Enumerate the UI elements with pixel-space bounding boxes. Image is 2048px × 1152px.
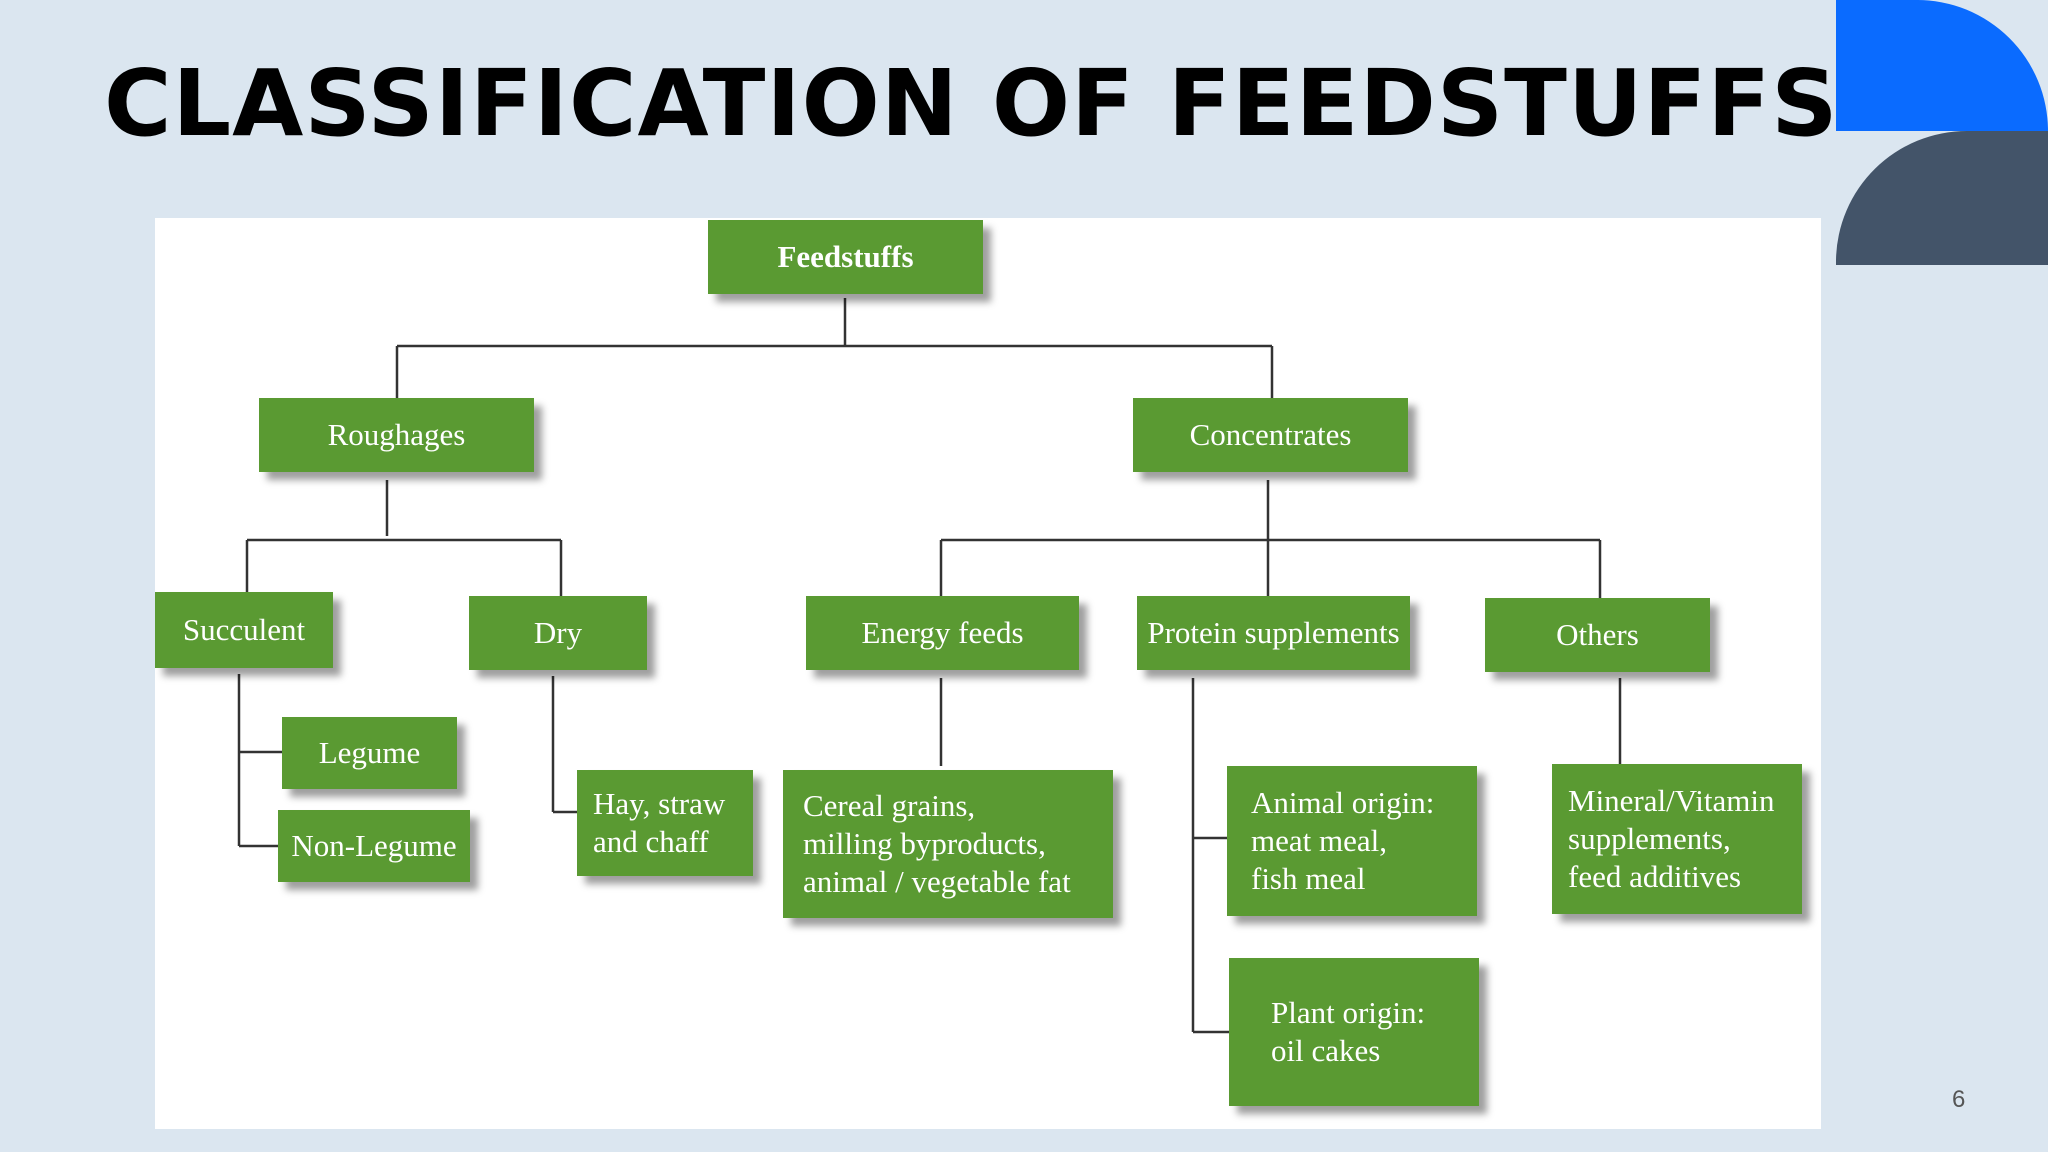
blue-arc-shape xyxy=(1836,0,2048,131)
node-roughages: Roughages xyxy=(259,398,534,472)
decorative-shape xyxy=(1836,0,2048,265)
node-hay-straw-chaff: Hay, straw and chaff xyxy=(577,770,753,876)
diagram-panel: Feedstuffs Roughages Concentrates Succul… xyxy=(155,218,1821,1129)
page-number: 6 xyxy=(1952,1086,1966,1113)
slide-title: CLASSIFICATION OF FEEDSTUFFS xyxy=(104,50,1839,157)
node-energy-feeds: Energy feeds xyxy=(806,596,1079,670)
node-succulent: Succulent xyxy=(155,592,333,668)
connector-lines xyxy=(237,298,1622,1034)
node-non-legume: Non-Legume xyxy=(278,810,470,882)
node-animal-origin: Animal origin: meat meal, fish meal xyxy=(1227,766,1477,916)
node-plant-origin: Plant origin: oil cakes xyxy=(1229,958,1479,1106)
node-concentrates: Concentrates xyxy=(1133,398,1408,472)
slate-arc-shape xyxy=(1836,130,2048,265)
node-legume: Legume xyxy=(282,717,457,789)
node-dry: Dry xyxy=(469,596,647,670)
node-mineral-vitamin: Mineral/Vitamin supplements, feed additi… xyxy=(1552,764,1802,914)
node-cereal-grains: Cereal grains, milling byproducts, anima… xyxy=(783,770,1113,918)
node-feedstuffs: Feedstuffs xyxy=(708,220,983,294)
node-protein-supplements: Protein supplements xyxy=(1137,596,1410,670)
node-others: Others xyxy=(1485,598,1710,672)
